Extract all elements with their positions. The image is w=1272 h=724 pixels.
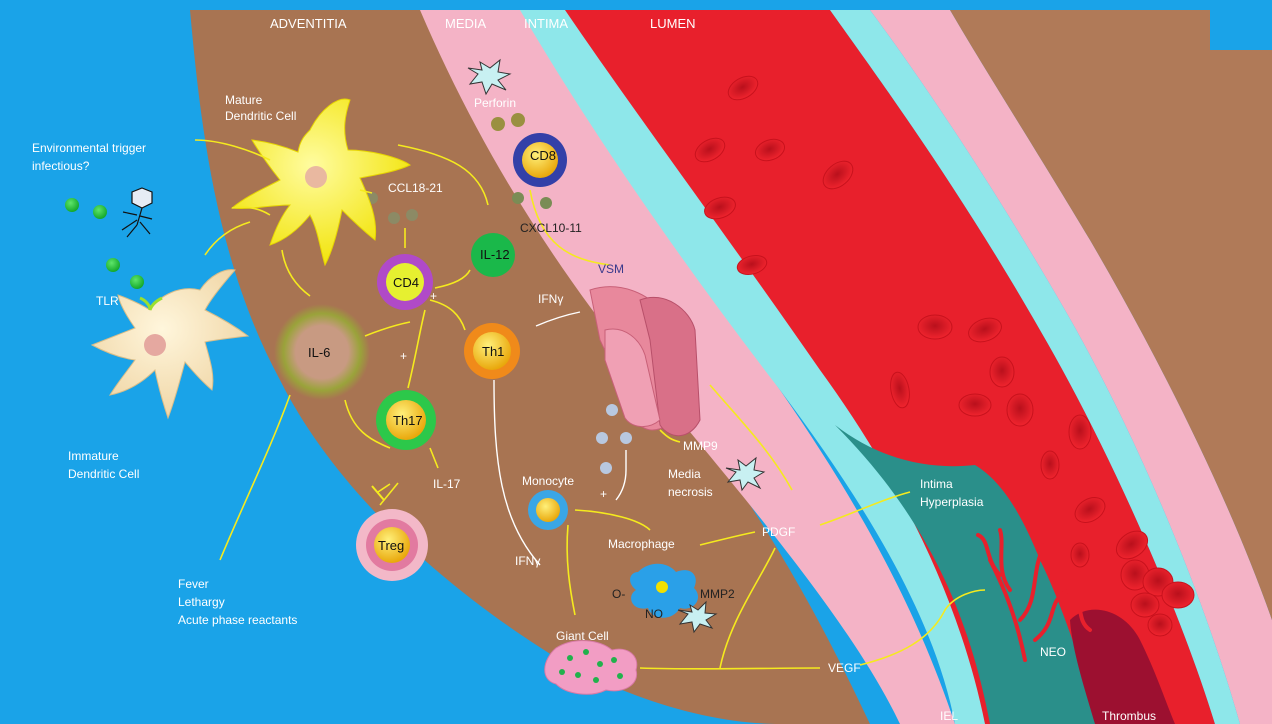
o-minus-label: O-	[612, 587, 625, 601]
ccl-label: CCL18-21	[388, 181, 443, 195]
immature-dc-label-2: Dendritic Cell	[68, 467, 139, 481]
intima-hyperplasia-label-2: Hyperplasia	[920, 495, 984, 509]
intima-hyperplasia-label-1: Intima	[920, 477, 953, 491]
env-trigger-label-1: Environmental trigger	[32, 141, 146, 155]
ifn-bottom-label: IFNγ	[515, 554, 540, 568]
il12-label: IL-12	[480, 247, 510, 262]
mature-dc-label-1: Mature	[225, 93, 263, 107]
iel-label: IEL	[940, 709, 958, 723]
cd4-label: CD4	[393, 275, 419, 290]
cxcl-label: CXCL10-11	[520, 221, 582, 235]
monocyte-cell	[528, 490, 568, 530]
thrombus-label: Thrombus	[1102, 709, 1156, 723]
plus-label-1: +	[430, 289, 437, 303]
no-label: NO	[645, 607, 663, 621]
systemic-label-2: Lethargy	[178, 595, 225, 609]
adventitia-label: ADVENTITIA	[270, 16, 347, 31]
lumen-label: LUMEN	[650, 16, 696, 31]
env-trigger-label-2: infectious?	[32, 159, 90, 173]
th17-label: Th17	[393, 413, 423, 428]
systemic-label-3: Acute phase reactants	[178, 613, 297, 627]
macrophage-label: Macrophage	[608, 537, 675, 551]
media-necrosis-label-1: Media	[668, 467, 701, 481]
media-necrosis-label-2: necrosis	[668, 485, 713, 499]
corner-bg	[1210, 10, 1272, 50]
plus-label-2: +	[400, 349, 407, 363]
vegf-label: VEGF	[828, 661, 861, 675]
th1-label: Th1	[482, 344, 504, 359]
cd8-label: CD8	[530, 148, 556, 163]
systemic-label-1: Fever	[178, 577, 209, 591]
plus-label-3: +	[600, 487, 607, 501]
mmp9-label: MMP9	[683, 439, 718, 453]
perforin-label: Perforin	[474, 96, 516, 110]
mature-dc-label-2: Dendritic Cell	[225, 109, 296, 123]
intima-label: INTIMA	[524, 16, 568, 31]
il17-label: IL-17	[433, 477, 461, 491]
giant-cell-label: Giant Cell	[556, 629, 609, 643]
immature-dc-label-1: Immature	[68, 449, 119, 463]
vsm-label: VSM	[598, 262, 624, 276]
treg-label: Treg	[378, 538, 404, 553]
pdgf-label: PDGF	[762, 525, 795, 539]
mmp2-label: MMP2	[700, 587, 735, 601]
ifn-top-label: IFNγ	[538, 292, 563, 306]
il6-label: IL-6	[308, 345, 330, 360]
media-label: MEDIA	[445, 16, 487, 31]
tlr-label: TLR	[96, 294, 119, 308]
neo-label: NEO	[1040, 645, 1066, 659]
monocyte-label: Monocyte	[522, 474, 574, 488]
